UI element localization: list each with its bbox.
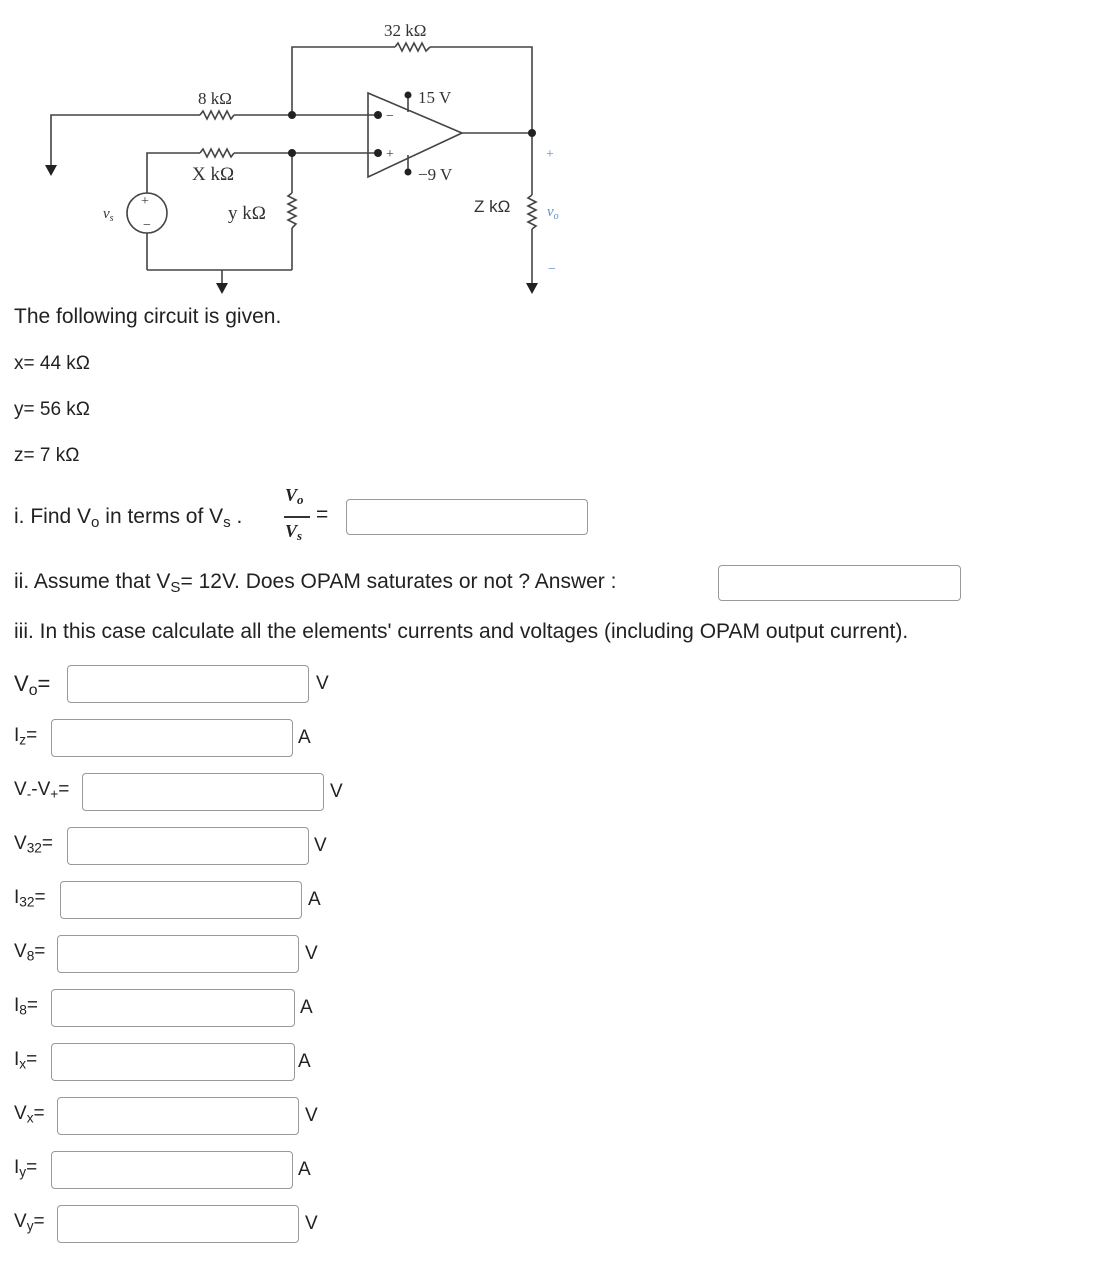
- source-plus: +: [141, 194, 149, 209]
- unit-label: V: [330, 781, 343, 802]
- answer-label: V32=: [14, 833, 54, 856]
- label-x: X kΩ: [192, 164, 234, 185]
- label-32k: 32 kΩ: [384, 21, 426, 40]
- unit-label: A: [298, 1051, 311, 1072]
- answer-input[interactable]: [67, 827, 309, 865]
- label-neg9v: −9 V: [418, 165, 453, 184]
- answer-input[interactable]: [57, 1205, 299, 1243]
- unit-label: A: [300, 997, 313, 1018]
- ground-arrow-right: [526, 283, 538, 294]
- answer-label: Iy=: [14, 1157, 38, 1180]
- label-8k: 8 kΩ: [198, 89, 232, 108]
- answer-input[interactable]: [51, 1043, 295, 1081]
- resistor-8k: [199, 109, 235, 121]
- unit-label: V: [305, 1105, 318, 1126]
- opamp-plus: +: [386, 147, 394, 162]
- unit-label: A: [298, 1159, 311, 1180]
- ratio-answer-input[interactable]: [346, 499, 588, 535]
- label-15v: 15 V: [418, 88, 452, 107]
- unit-label: V: [314, 835, 327, 856]
- answer-label: Ix=: [14, 1049, 38, 1072]
- label-z: Z kΩ: [474, 197, 510, 216]
- unit-label: V: [316, 673, 329, 694]
- circuit-diagram: 32 kΩ 8 kΩ X kΩ y kΩ Z kΩ 15 V −9 V − + …: [45, 21, 559, 294]
- resistor-z: [526, 194, 538, 230]
- wire-left-top: [50, 114, 200, 165]
- param-x: x= 44 kΩ: [14, 353, 90, 374]
- output-plus: +: [546, 147, 554, 162]
- ground-arrow-mid: [216, 283, 228, 294]
- answer-label: I32=: [14, 887, 46, 910]
- equals-sign: =: [316, 503, 329, 526]
- answer-input[interactable]: [51, 719, 293, 757]
- answer-label: V8=: [14, 941, 46, 964]
- unit-label: A: [298, 727, 311, 748]
- fraction-bar: [284, 516, 310, 518]
- answer-input[interactable]: [51, 1151, 293, 1189]
- param-z: z= 7 kΩ: [14, 445, 80, 466]
- feedback-wire-right: [430, 46, 533, 133]
- opamp-minus: −: [386, 109, 394, 124]
- answer-label: V--V+=: [14, 779, 70, 802]
- source-label: vs: [103, 206, 114, 224]
- saturation-answer-input[interactable]: [718, 565, 961, 601]
- answer-label: I8=: [14, 995, 38, 1018]
- resistor-32k: [394, 41, 431, 53]
- unit-label: A: [308, 889, 321, 910]
- answer-label: Iz=: [14, 725, 38, 748]
- label-y: y kΩ: [228, 203, 266, 224]
- question-1: i. Find Vo in terms of Vs .: [14, 505, 243, 531]
- output-label: vo: [547, 204, 559, 222]
- answer-label: Vy=: [14, 1211, 45, 1234]
- answer-input[interactable]: [57, 1097, 299, 1135]
- unit-label: V: [305, 943, 318, 964]
- answer-input[interactable]: [57, 935, 299, 973]
- answer-label: Vo=: [14, 671, 51, 699]
- answer-input[interactable]: [67, 665, 309, 703]
- feedback-wire: [291, 46, 395, 115]
- voltage-source: [126, 192, 168, 234]
- intro-text: The following circuit is given.: [14, 305, 282, 328]
- ground-arrow-left: [45, 165, 57, 176]
- question-3: iii. In this case calculate all the elem…: [14, 620, 909, 643]
- fraction-numerator: Vo: [285, 485, 304, 508]
- resistor-x: [199, 147, 235, 159]
- answer-input[interactable]: [60, 881, 302, 919]
- output-minus: −: [548, 262, 556, 277]
- unit-label: V: [305, 1213, 318, 1234]
- answer-input[interactable]: [51, 989, 295, 1027]
- fraction-denominator: Vs: [285, 521, 303, 544]
- source-minus: −: [143, 218, 151, 233]
- answer-label: Vx=: [14, 1103, 45, 1126]
- opamp-symbol: [367, 91, 464, 179]
- answer-input[interactable]: [82, 773, 324, 811]
- param-y: y= 56 kΩ: [14, 399, 90, 420]
- question-2: ii. Assume that VS= 12V. Does OPAM satur…: [14, 570, 617, 596]
- resistor-y: [286, 192, 298, 229]
